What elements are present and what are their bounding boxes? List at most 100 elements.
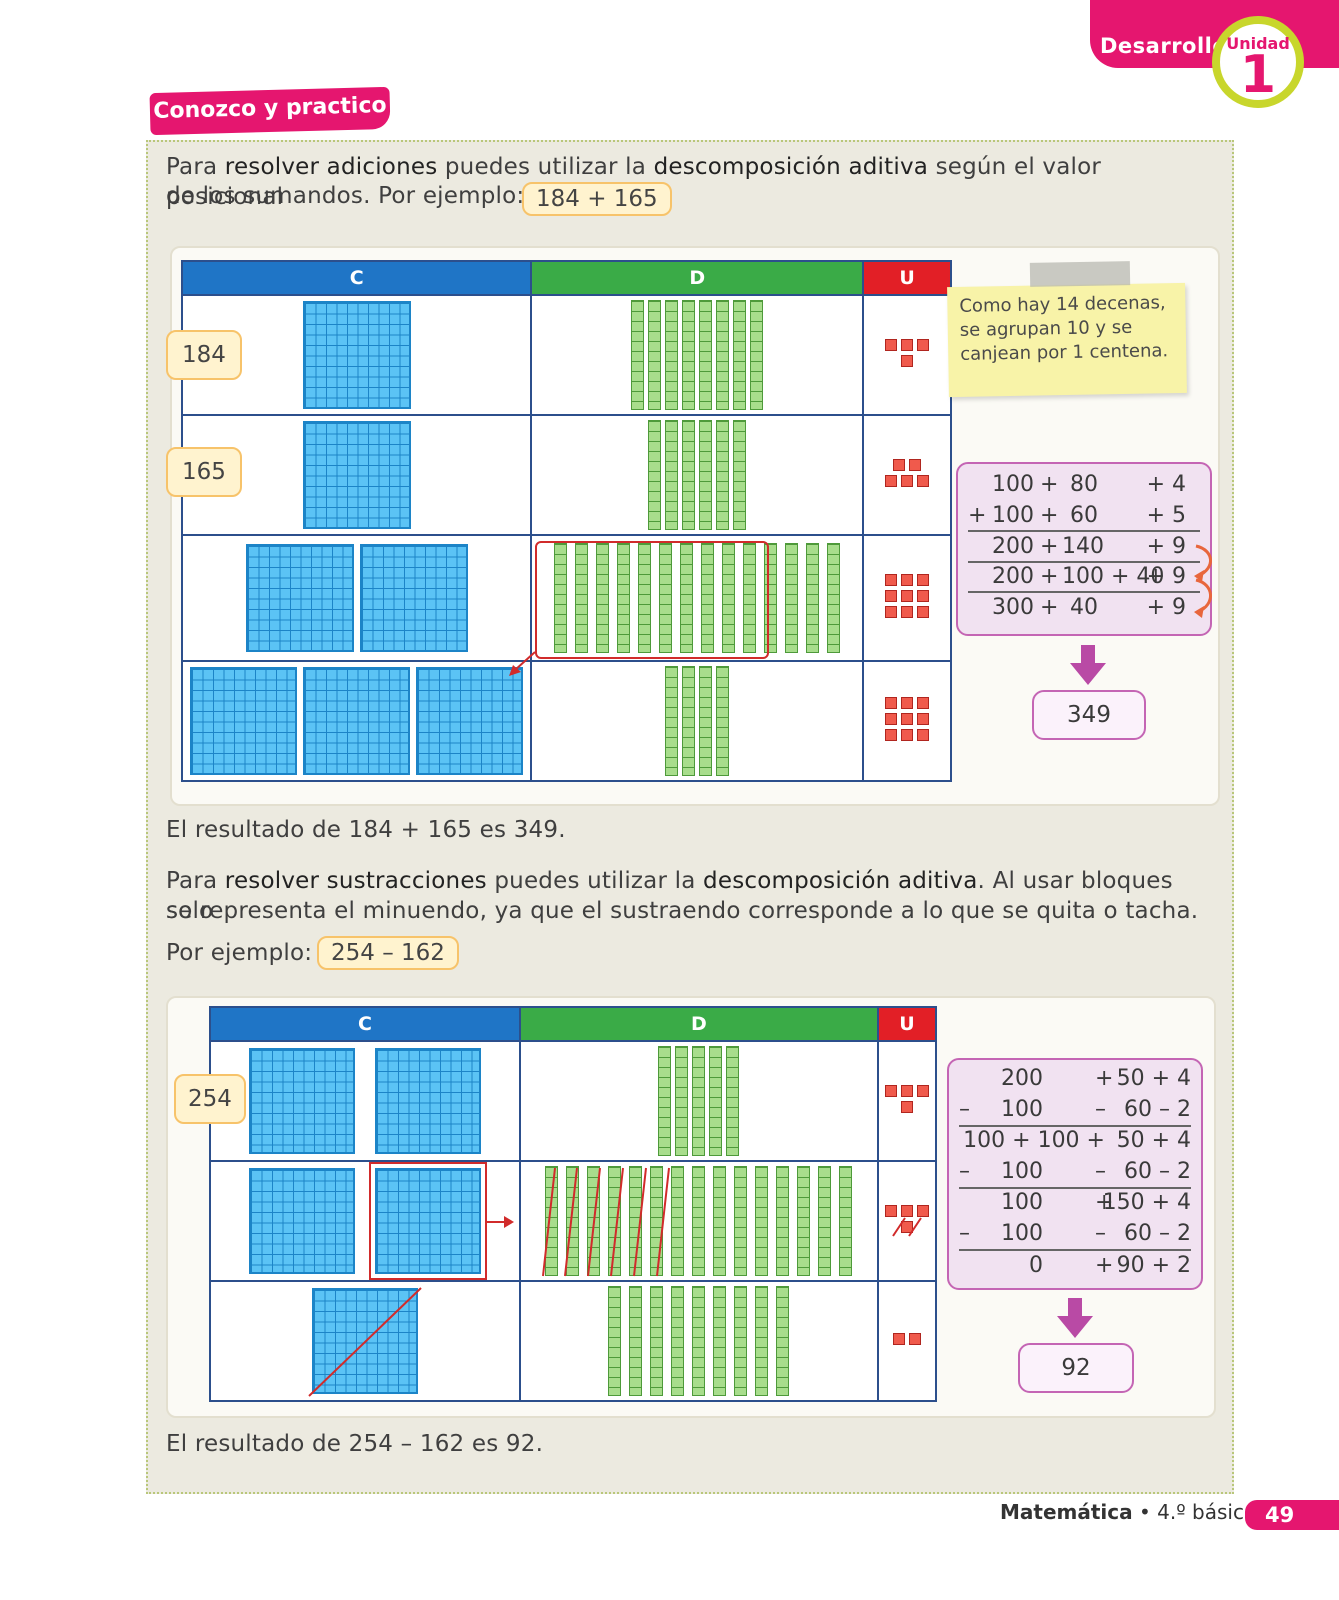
ten-rod (665, 666, 679, 776)
header-unidades: U (876, 1006, 938, 1042)
ten-rod (699, 420, 713, 530)
ten-rod (699, 666, 713, 776)
footer-subject: Matemática (1000, 1500, 1133, 1524)
unit-badge: Unidad 1 (1212, 16, 1304, 108)
hundreds-cell (209, 1040, 521, 1162)
subtraction-conclusion: El resultado de 254 – 162 es 92. (166, 1431, 544, 1457)
ten-rod (701, 543, 715, 653)
units-cell (862, 414, 952, 536)
hundreds-cell (209, 1280, 521, 1402)
ten-rod (716, 420, 730, 530)
hundred-block (359, 544, 468, 652)
crossed-units-marks (891, 1217, 922, 1237)
addend-label-165: 165 (166, 447, 242, 497)
unit-number: 1 (1239, 45, 1277, 105)
unit-cubes (882, 337, 932, 369)
op-row: 100+80+ 4 (992, 472, 1186, 497)
units-cell (876, 1040, 938, 1162)
unit-cubes (875, 457, 939, 489)
hundred-block (302, 301, 411, 409)
highlight-text: resolver sustracciones (224, 868, 487, 894)
hundred-block (190, 667, 298, 775)
hundred-block (248, 1168, 355, 1274)
highlight-text: descomposición aditiva (703, 868, 978, 894)
addition-result: 349 (1032, 690, 1146, 740)
minuend-label-254: 254 (174, 1074, 246, 1124)
crossed-hundred-mark (308, 1287, 422, 1397)
down-arrow-icon (1070, 645, 1106, 685)
ten-rod (554, 543, 568, 653)
crossed-tens-marks (541, 1167, 670, 1277)
ten-rod (716, 666, 730, 776)
carry-arrows (1194, 544, 1212, 618)
sticky-note: Como hay 14 decenas, se agrupan 10 y se … (947, 282, 1187, 398)
ten-rod (682, 666, 696, 776)
ten-rod (733, 420, 747, 530)
exchange-arrow-right (486, 1216, 514, 1228)
subtraction-intro-line3: Por ejemplo: (166, 940, 313, 966)
hundreds-cell (180, 660, 533, 782)
section-tag: Conozco y practico (149, 86, 391, 136)
addition-conclusion: El resultado de 184 + 165 es 349. (166, 817, 566, 843)
unit-cubes (880, 695, 934, 743)
note-tape (1029, 261, 1131, 287)
ten-rod (596, 543, 610, 653)
subtraction-place-value-table: C D U (209, 1006, 938, 1402)
ten-rod (682, 300, 696, 410)
section-title: Desarrollo (1100, 34, 1228, 58)
addition-intro: Para resolver adiciones puedes utilizar … (166, 152, 1206, 212)
units-cell (862, 660, 952, 782)
subtraction-example: 254 – 162 (317, 936, 459, 970)
note-text: Como hay 14 decenas, se agrupan 10 y se … (959, 292, 1169, 365)
op-row: +100+60+ 5 (968, 503, 1186, 528)
ten-rod (785, 543, 799, 653)
ten-rod (617, 543, 631, 653)
units-cell (876, 1280, 938, 1402)
unit-cubes (882, 1331, 932, 1347)
tens-cell (530, 294, 865, 416)
header-unidades: U (862, 260, 952, 296)
ten-rod (699, 300, 713, 410)
footer-separator: • (1132, 1500, 1158, 1524)
subtraction-intro-line2: se representa el minuendo, ya que el sus… (166, 898, 1199, 924)
units-cell (862, 294, 952, 416)
ten-rod (692, 1046, 706, 1156)
op-row: 200+140+ 9 (992, 534, 1186, 559)
hundreds-cell (209, 1160, 521, 1282)
subtraction-result: 92 (1018, 1343, 1134, 1393)
tens-cell (530, 414, 865, 536)
tens-cell (530, 660, 865, 782)
unit-cubes (882, 1083, 932, 1115)
down-arrow-icon (1057, 1298, 1093, 1338)
header-centenas: C (180, 260, 533, 296)
ten-rod (733, 300, 747, 410)
text-run: según el valor posicional (166, 154, 1102, 210)
hundred-block (302, 421, 411, 529)
ten-rod (827, 543, 841, 653)
header-centenas: C (209, 1006, 521, 1042)
subtraction-operations: 200+50 + 4 –100–60 – 2 100 + 100 +50 + 4… (947, 1058, 1203, 1290)
ten-rod (726, 1046, 740, 1156)
highlight-text: resolver adiciones (224, 154, 438, 180)
op-row: 300+40+ 9 (992, 595, 1186, 620)
ten-rod (680, 543, 694, 653)
ten-rod (658, 1046, 672, 1156)
ten-rod (675, 1046, 689, 1156)
ten-rod (638, 543, 652, 653)
tens-cell (518, 1160, 879, 1282)
ten-rod (631, 300, 645, 410)
tens-cell (518, 1280, 879, 1402)
ten-rod (665, 300, 679, 410)
addition-operations: 100+80+ 4 +100+60+ 5 200+140+ 9 200+100 … (956, 462, 1212, 636)
hundreds-cell (180, 534, 533, 662)
ten-rod (806, 543, 820, 653)
page-number: 49 (1245, 1500, 1339, 1530)
addition-place-value-table: C D U (180, 260, 952, 782)
hundred-block (416, 667, 524, 775)
tens-cell (530, 534, 865, 662)
ten-rod (648, 420, 662, 530)
ten-rod (709, 1046, 723, 1156)
ten-rod (682, 420, 696, 530)
hundred-block (303, 667, 411, 775)
ten-rod (716, 300, 730, 410)
